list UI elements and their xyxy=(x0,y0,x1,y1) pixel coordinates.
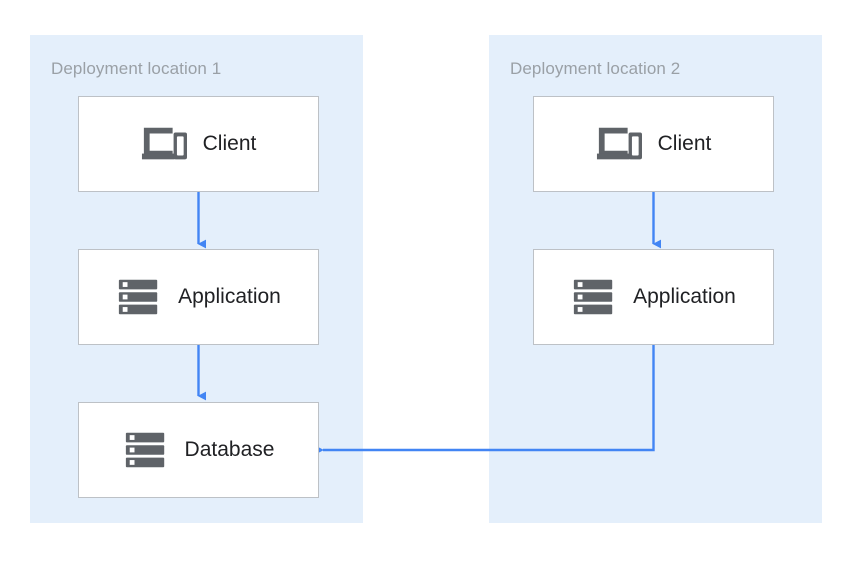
node-client-2[interactable]: Client xyxy=(533,96,774,192)
deployment-zone-1-label: Deployment location 1 xyxy=(51,59,222,78)
devices-icon xyxy=(141,127,187,160)
node-client-1-label: Client xyxy=(202,132,257,155)
server-icon xyxy=(574,279,613,315)
server-icon xyxy=(125,432,164,468)
node-application-2-label: Application xyxy=(633,285,736,308)
node-client-1[interactable]: Client xyxy=(78,96,319,192)
node-application-1-label: Application xyxy=(178,285,281,308)
server-icon xyxy=(119,279,158,315)
node-database-1-label: Database xyxy=(184,438,275,461)
devices-icon xyxy=(596,127,642,160)
node-client-2-label: Client xyxy=(657,132,712,155)
deployment-zone-2-label: Deployment location 2 xyxy=(510,59,681,78)
node-application-2[interactable]: Application xyxy=(533,249,774,345)
node-database-1[interactable]: Database xyxy=(78,402,319,498)
node-application-1[interactable]: Application xyxy=(78,249,319,345)
